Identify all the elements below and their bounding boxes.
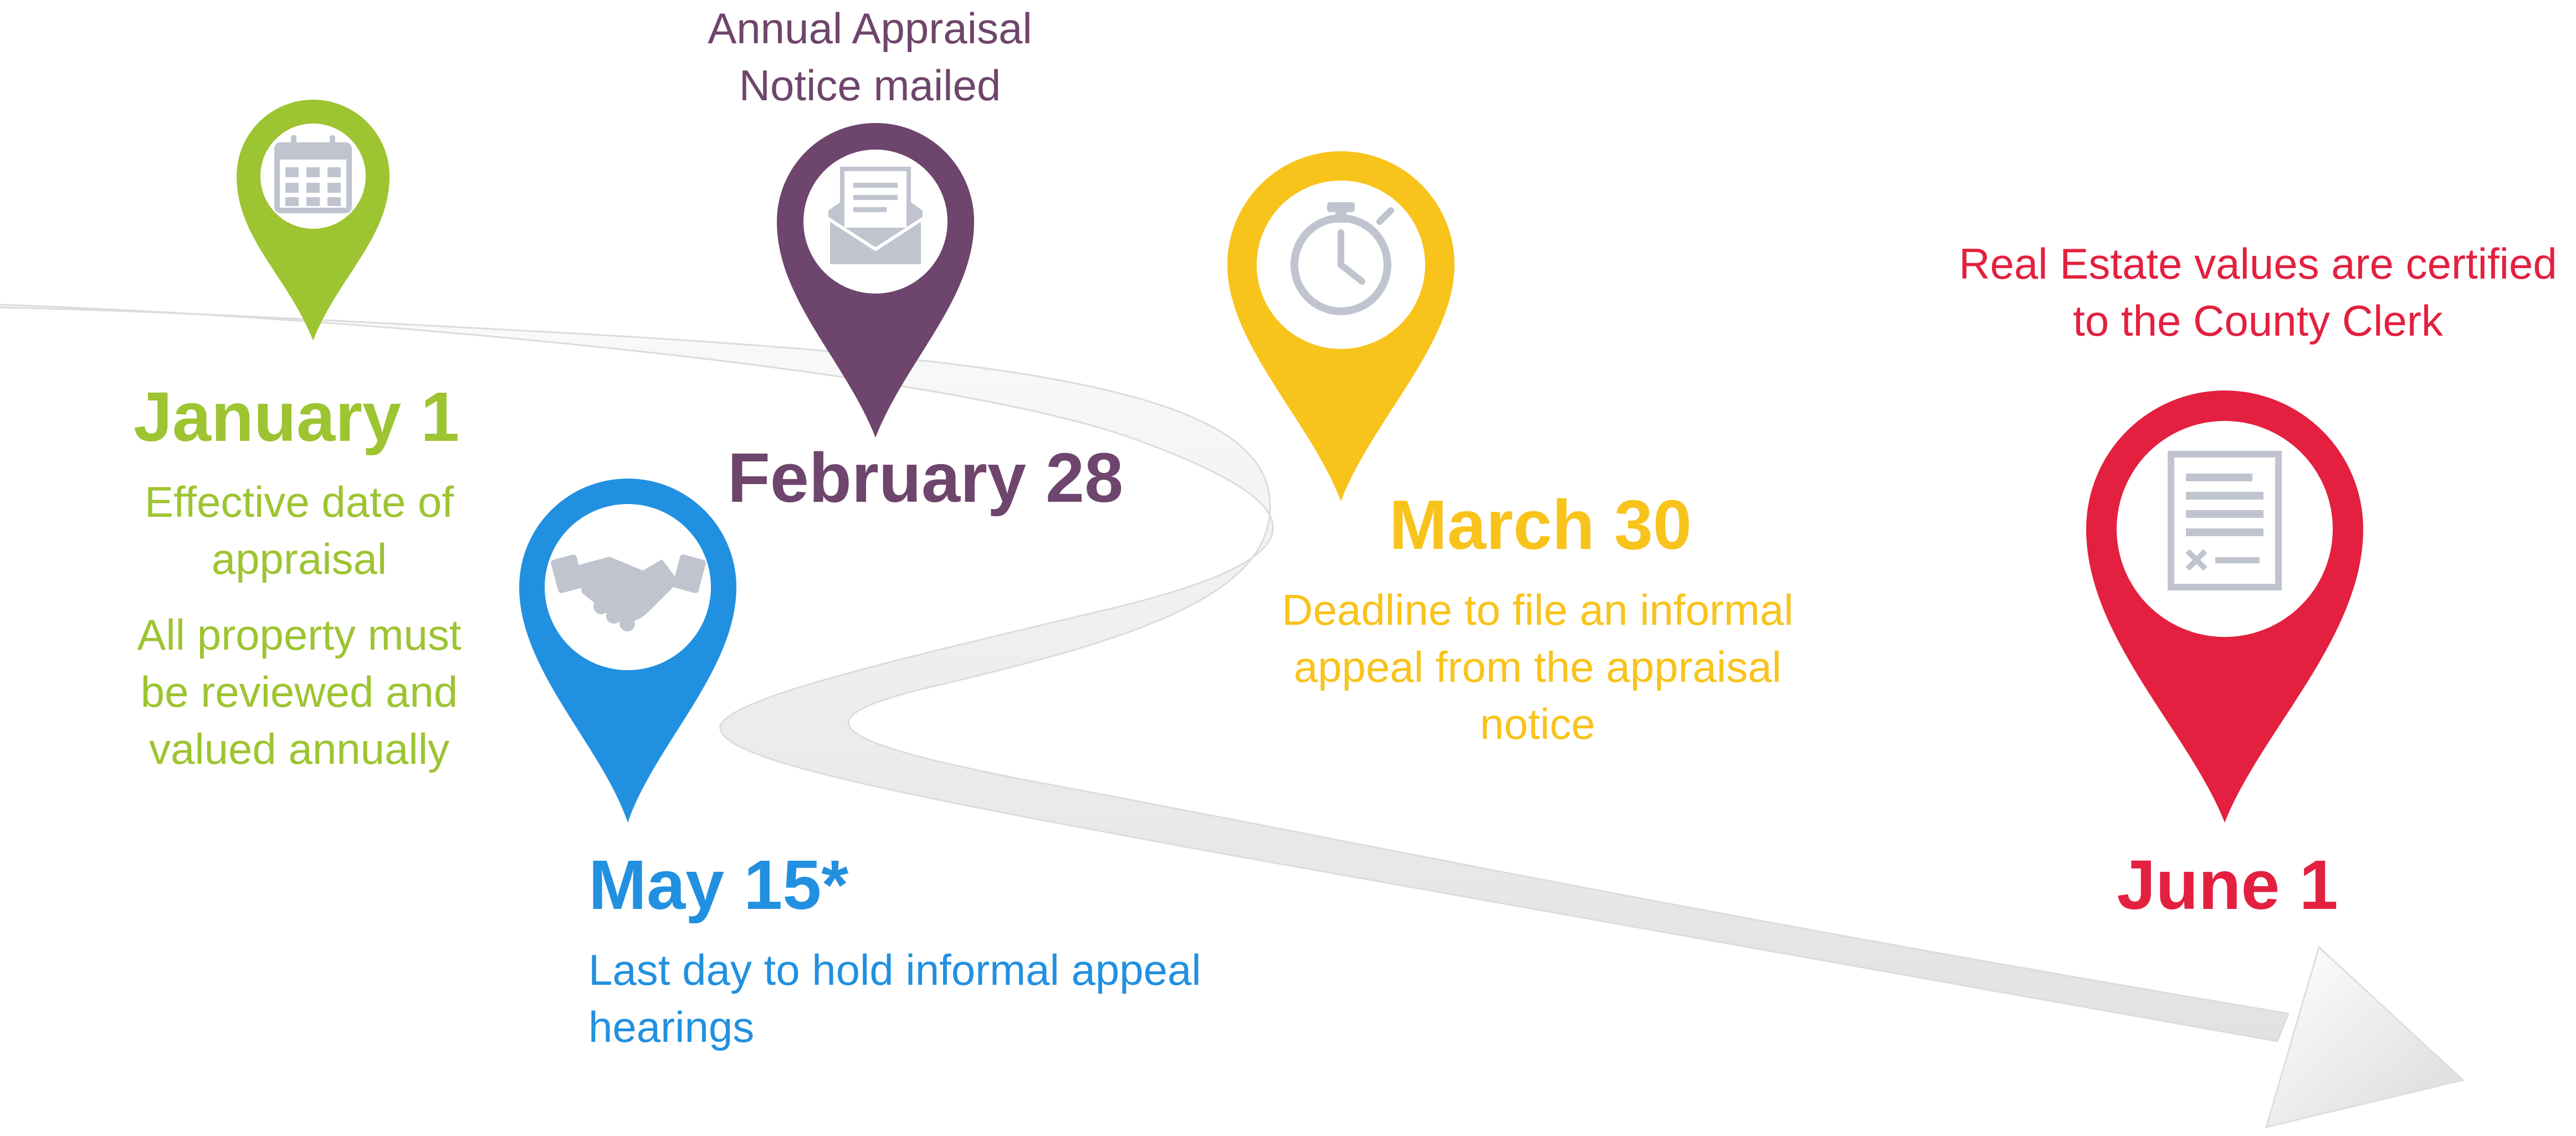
road-arrowhead: [2265, 945, 2465, 1129]
march-description: Deadline to file an informal appeal from…: [1282, 585, 1794, 748]
january-date: January 1: [133, 378, 460, 456]
stopwatch-icon: [1290, 202, 1394, 315]
pin-june: [2086, 390, 2363, 823]
calendar-icon: [274, 135, 352, 213]
june-date: June 1: [2117, 846, 2338, 924]
envelope-icon: [827, 167, 924, 268]
handshake-icon: [551, 554, 706, 631]
timeline-road: [0, 304, 2465, 1129]
pin-january: [237, 100, 390, 341]
may-description: Last day to hold informal appeal hearing…: [588, 945, 1201, 1051]
february-caption: Annual Appraisal Notice mailed: [708, 4, 1032, 110]
march-date: March 30: [1389, 486, 1692, 564]
january-description-1: Effective date of appraisal: [145, 477, 454, 583]
road-body: [0, 304, 2290, 1042]
pin-february: [777, 123, 974, 438]
may-date: May 15*: [588, 846, 849, 924]
pin-may: [519, 479, 736, 823]
document-icon: [2168, 451, 2282, 590]
february-date: February 28: [727, 439, 1124, 517]
june-caption: Real Estate values are certified to the …: [1959, 239, 2557, 345]
pin-march: [1227, 151, 1455, 501]
january-description-2: All property must be reviewed and valued…: [137, 610, 462, 773]
